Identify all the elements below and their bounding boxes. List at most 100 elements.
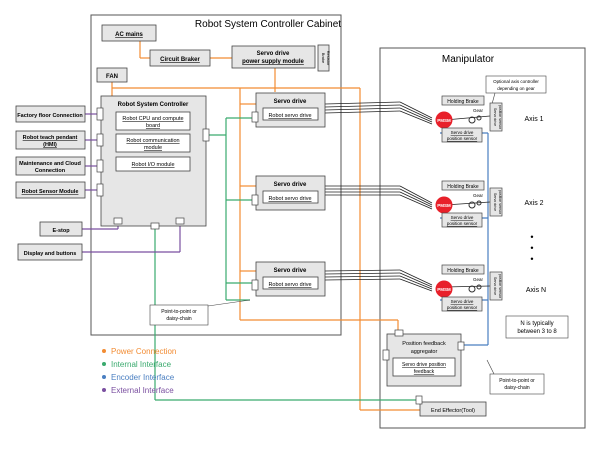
axis-n-gear-icon xyxy=(468,285,476,293)
aggregator-inner-line1: Servo drive position xyxy=(402,362,446,368)
axis-n-opt-line2: position sensor xyxy=(498,274,502,299)
axis-1-motor xyxy=(435,111,453,129)
axis-n-holding-brake: Holding Brake xyxy=(447,268,479,274)
n-note-line1: N is typically xyxy=(520,321,553,327)
axis-1-sensor-line2: position sensor xyxy=(447,136,478,141)
servo-psu-line2: power supply module xyxy=(242,59,304,65)
legend: Power Connection Internal Interface Enco… xyxy=(102,347,176,395)
manipulator-p2p-callout xyxy=(489,373,545,395)
manipulator-frame xyxy=(379,47,586,429)
motor-bus xyxy=(324,101,491,292)
cabinet-p2p-callout xyxy=(149,304,209,326)
axis-n-motor-label: PMSM xyxy=(437,287,451,292)
axis-n-label: Axis N xyxy=(526,287,546,294)
manipulator-p2p-line1: Point-to-point or xyxy=(499,378,535,384)
axis-1-holding-brake: Holding Brake xyxy=(447,99,479,105)
ac-mains-block xyxy=(101,24,157,42)
controller-title: Robot System Controller xyxy=(118,102,189,108)
aggregator-inner-line2: feedback xyxy=(414,369,435,375)
display-buttons-block: Display and buttons xyxy=(17,243,83,261)
axis-n-gear-label: Gear xyxy=(473,277,484,282)
cabinet-frame xyxy=(90,14,342,336)
estop-block: E-stop xyxy=(39,221,83,237)
axis-2-sensor-line1: Servo drive xyxy=(451,215,474,220)
legend-internal: Internal Interface xyxy=(111,360,172,369)
comm-line1: Robot communication xyxy=(126,138,179,144)
maintenance-line1: Maintenance and Cloud xyxy=(19,161,81,167)
brake-resistor-block xyxy=(317,44,330,72)
encoder-wires xyxy=(440,132,489,346)
optional-line1: Optional axis controller xyxy=(493,79,539,84)
manipulator-title: Manipulator xyxy=(442,54,495,65)
fan-label: FAN xyxy=(106,74,118,80)
position-feedback-aggregator: Position feedback aggregator Servo drive… xyxy=(382,329,465,387)
servo-drive-3: Servo drive Robot servo drive xyxy=(251,261,326,297)
axis-n-opt-line1: Servo drive xyxy=(493,277,497,295)
axis-2-label: Axis 2 xyxy=(524,200,543,207)
maintenance-line2: Connection xyxy=(35,168,66,174)
brake-resistor-line2: Resistor xyxy=(326,51,331,66)
axis-n-group: Holding Brake PMSM Gear Servo drive posi… xyxy=(435,264,546,312)
cpu-line2: board xyxy=(146,123,160,129)
legend-external-dot xyxy=(102,388,106,392)
axis-dot-3: • xyxy=(530,254,533,264)
sensor-module-label: Robot Sensor Module xyxy=(22,189,79,195)
axis-2-motor xyxy=(435,196,453,214)
comm-module xyxy=(115,133,191,153)
teach-pendant-line2: (HMI) xyxy=(43,142,57,148)
legend-encoder: Encoder Interface xyxy=(111,373,175,382)
axis-dot-1: • xyxy=(530,232,533,242)
comm-line2: module xyxy=(144,145,162,151)
servo-psu-block xyxy=(231,45,316,69)
servo-drive-1: Servo drive Robot servo drive xyxy=(251,92,326,128)
servo-drive-1-title: Servo drive xyxy=(274,99,307,105)
ac-mains-label: AC mains xyxy=(115,32,143,38)
legend-internal-dot xyxy=(102,362,106,366)
axis-dot-2: • xyxy=(530,243,533,253)
axis-2-holding-brake: Holding Brake xyxy=(447,184,479,190)
n-note-line2: between 3 to 8 xyxy=(517,329,557,335)
power-wires xyxy=(111,38,420,411)
axis-1-opt-line2: position sensor xyxy=(498,105,502,130)
cpu-line1: Robot CPU and compute xyxy=(122,116,183,122)
servo-drive-3-inner: Robot servo drive xyxy=(268,282,311,288)
legend-power-dot xyxy=(102,349,106,353)
axis-2-opt-line2: position sensor xyxy=(498,190,502,215)
cabinet-p2p-line1: Point-to-point or xyxy=(161,309,197,315)
circuit-breaker-block xyxy=(149,49,211,67)
axis-2-gear-icon-small xyxy=(476,200,482,206)
axis-n-gear-icon-small xyxy=(476,284,482,290)
optional-controller-callout xyxy=(485,75,547,94)
servo-drive-2-inner: Robot servo drive xyxy=(268,196,311,202)
n-note-box xyxy=(505,315,569,339)
display-buttons-label: Display and buttons xyxy=(24,251,77,257)
end-effector-label: End Effector(Tool) xyxy=(431,408,475,414)
servo-drive-2-title: Servo drive xyxy=(274,182,307,188)
axis-2-sensor-line2: position sensor xyxy=(447,221,478,226)
legend-external: External Interface xyxy=(111,386,174,395)
axis-1-label: Axis 1 xyxy=(524,116,543,123)
axis-n-motor xyxy=(435,280,453,298)
servo-psu-line1: Servo drive xyxy=(257,51,290,57)
servo-drive-3-title: Servo drive xyxy=(274,268,307,274)
teach-pendant-block: Robot teach pendant (HMI) xyxy=(15,130,86,150)
servo-drive-1-inner: Robot servo drive xyxy=(268,113,311,119)
circuit-breaker-label: Circuit Braker xyxy=(160,57,200,63)
axis-1-opt-line1: Servo drive xyxy=(493,108,497,126)
axis-1-gear-icon xyxy=(468,116,476,124)
legend-power: Power Connection xyxy=(111,347,176,356)
axis-1-gear-icon-small xyxy=(476,115,482,121)
fan-block xyxy=(96,67,128,83)
axis-n-sensor-line2: position sensor xyxy=(447,305,478,310)
axis-2-motor-label: PMSM xyxy=(437,203,451,208)
manipulator-p2p-pointer xyxy=(486,359,495,375)
cabinet-p2p-line2: daisy-chain xyxy=(166,316,192,322)
optional-line2: depending on gear xyxy=(497,86,535,91)
brake-resistor-line1: Brake xyxy=(321,53,326,64)
manipulator-p2p-line2: daisy-chain xyxy=(504,385,530,391)
axis-2-gear-label: Gear xyxy=(473,193,484,198)
io-module xyxy=(115,156,191,172)
cabinet-p2p-pointer xyxy=(207,299,251,307)
axis-n-sensor-line1: Servo drive xyxy=(451,299,474,304)
